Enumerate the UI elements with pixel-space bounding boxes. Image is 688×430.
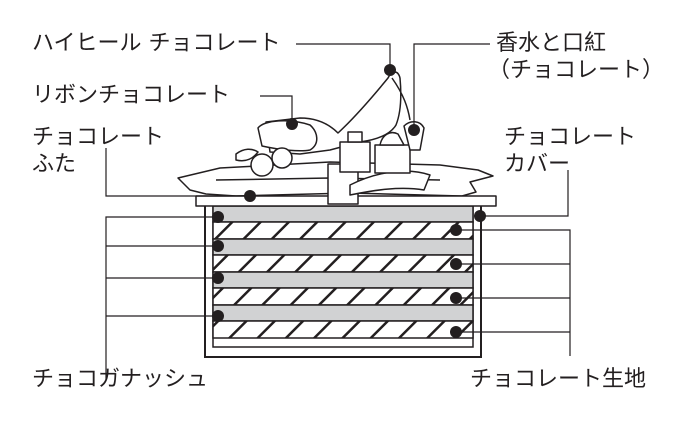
ganache-layer-1 xyxy=(212,221,474,240)
chocolate-lid xyxy=(177,161,497,207)
label-perfume-lipstick: 香水と口紅 （チョコレート） xyxy=(488,30,664,84)
label-chocolate-ganache: チョコガナッシュ xyxy=(32,367,209,392)
sponge-layer-2 xyxy=(212,238,474,256)
lipstick-shape xyxy=(374,144,411,174)
label-chocolate-lid: チョコレート ふた xyxy=(32,124,164,178)
marker-dots xyxy=(212,64,486,338)
label-perfume-lipstick-line1: 香水と口紅 xyxy=(496,31,607,56)
label-chocolate-sponge: チョコレート生地 xyxy=(470,367,647,392)
label-ribbon-chocolate: リボンチョコレート xyxy=(32,83,231,108)
cake-layers xyxy=(212,205,474,339)
sponge-layer-4 xyxy=(212,304,474,322)
label-perfume-lipstick-line2: （チョコレート） xyxy=(488,58,665,83)
ganache-layer-4 xyxy=(212,320,474,339)
sponge-layer-1 xyxy=(212,205,474,223)
perfume-bottle-shape xyxy=(339,141,371,173)
label-chocolate-lid-line1: チョコレート xyxy=(32,125,165,150)
label-chocolate-cover: チョコレート カバー xyxy=(504,124,636,178)
leader-lines xyxy=(105,43,571,380)
label-chocolate-lid-line2: ふた xyxy=(32,152,77,177)
label-chocolate-cover-line1: チョコレート xyxy=(504,125,637,150)
ganache-layer-2 xyxy=(212,254,474,273)
decorations xyxy=(235,71,425,177)
label-high-heel-chocolate: ハイヒール チョコレート xyxy=(32,31,281,56)
ganache-layer-3 xyxy=(212,287,474,306)
sponge-layer-3 xyxy=(212,271,474,289)
label-chocolate-cover-line2: カバー xyxy=(504,152,571,177)
